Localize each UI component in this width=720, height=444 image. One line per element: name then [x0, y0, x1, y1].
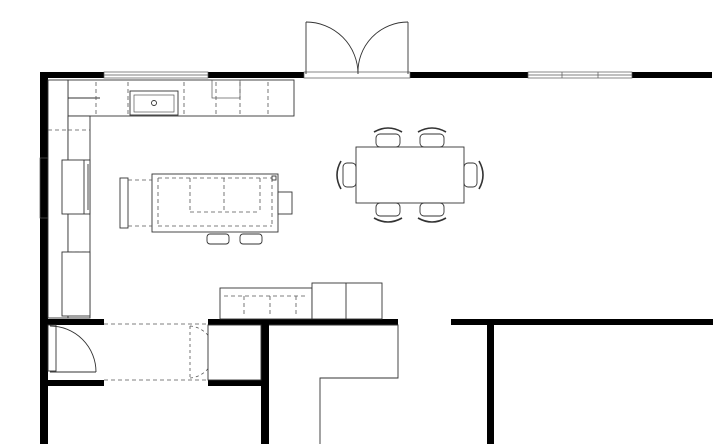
island-stools-left	[119, 177, 152, 229]
chair-left	[342, 162, 357, 188]
wall-left	[40, 72, 48, 444]
dining-table	[355, 146, 465, 204]
wall-dining-bottom	[451, 319, 713, 325]
range	[61, 159, 91, 215]
pantry-passage	[47, 323, 208, 381]
kitchen-counter-top	[67, 79, 295, 117]
chair-top-right	[419, 133, 445, 148]
wall-pantry-bottom-left	[40, 380, 104, 386]
refrigerator	[61, 251, 91, 317]
double-door	[303, 21, 411, 79]
wall-stub-right	[487, 319, 494, 444]
wall-top-far-right	[632, 72, 712, 78]
counter-lower	[219, 282, 383, 320]
pantry-door-left	[49, 325, 97, 373]
wall-kitchen-bottom-mid	[208, 319, 398, 325]
chair-top-left	[375, 133, 401, 148]
sink-drain	[151, 100, 157, 106]
chair-bottom-right	[419, 202, 445, 217]
entry-step	[269, 324, 399, 444]
dining-chairs	[336, 127, 484, 223]
wall-top-left	[40, 72, 104, 78]
wall-kitchen-bottom-left	[40, 319, 104, 325]
chair-right	[463, 162, 478, 188]
island-stools-bottom	[206, 233, 263, 245]
wall-pantry-bottom-right	[208, 380, 264, 386]
wall-top-right	[410, 72, 528, 78]
island	[151, 173, 293, 233]
wall-top-mid	[208, 72, 304, 78]
pantry-double-door	[189, 324, 262, 381]
window-band-left	[103, 71, 209, 79]
wall-pantry-right	[261, 319, 269, 444]
sink	[129, 90, 179, 116]
walls	[40, 72, 713, 444]
window-band-right	[527, 71, 633, 79]
chair-bottom-left	[375, 202, 401, 217]
